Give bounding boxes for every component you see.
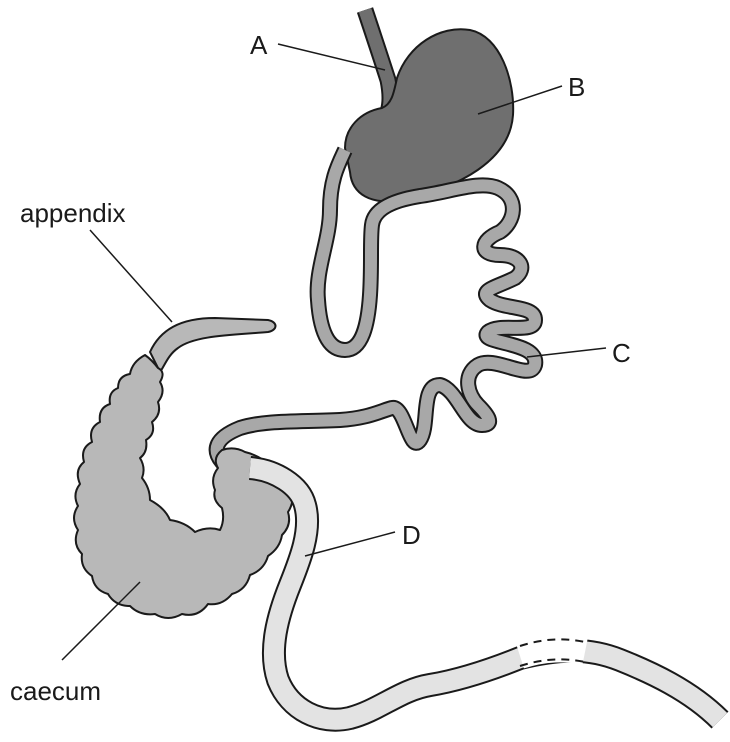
colon [250,468,720,720]
stomach [345,29,513,201]
label-a: A [250,30,268,60]
leader-line-caecum [62,582,140,660]
leader-line-appendix [90,230,172,322]
label-c: C [612,338,631,368]
leader-line-d [305,532,395,556]
label-b: B [568,72,585,102]
appendix [150,318,276,372]
label-caecum: caecum [10,676,101,706]
label-appendix: appendix [20,198,126,228]
caecum [74,355,293,618]
label-d: D [402,520,421,550]
